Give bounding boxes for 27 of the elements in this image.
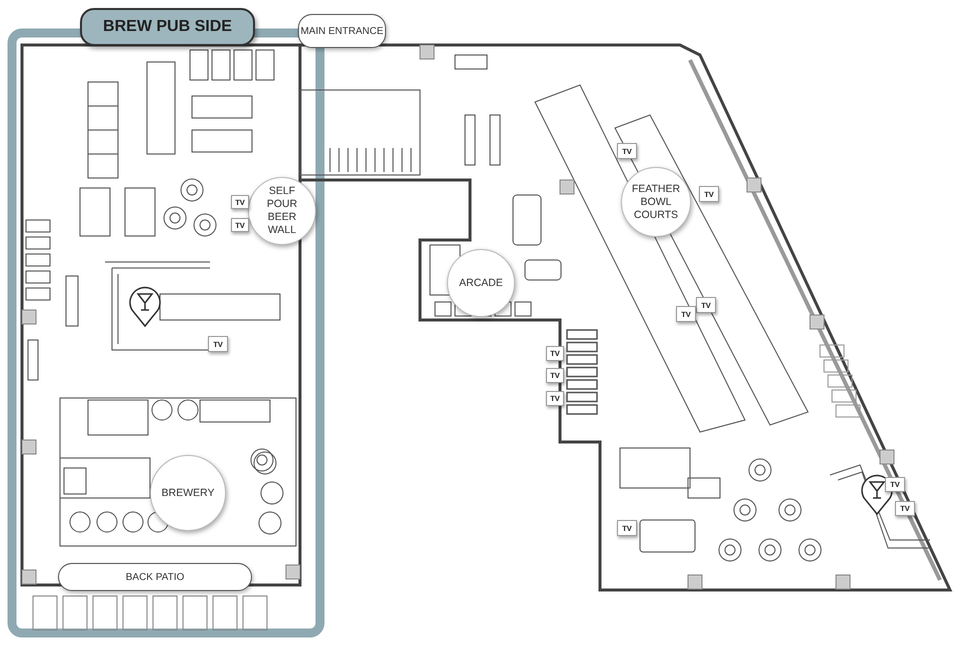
tv-marker [895,501,915,516]
area-label: SELF POUR BEER WALL [266,185,298,237]
label-circle [447,249,515,317]
tv-marker [699,186,719,202]
tv-marker [231,195,249,209]
area-label: FEATHER BOWL COURTS [630,182,682,222]
tv-marker [546,368,564,383]
tv-marker [676,306,696,322]
area-label: BREWERY [160,486,216,500]
area-label: BACK PATIO [126,570,184,584]
label-circle [621,167,691,237]
label-pill [298,14,386,48]
tv-marker [546,391,564,406]
label-circle [248,177,316,245]
area-label: MAIN ENTRANCE [300,24,384,38]
label-circle [150,455,226,531]
tv-marker [696,297,716,313]
tv-marker [546,346,564,361]
section-banner [80,8,255,46]
tv-marker [885,477,905,492]
tv-marker [617,143,637,159]
section-title: BREW PUB SIDE [103,18,232,36]
label-pill [58,563,252,591]
tv-marker [231,218,249,232]
area-label: ARCADE [458,276,504,290]
tv-marker [617,520,637,536]
tv-marker [208,336,228,352]
